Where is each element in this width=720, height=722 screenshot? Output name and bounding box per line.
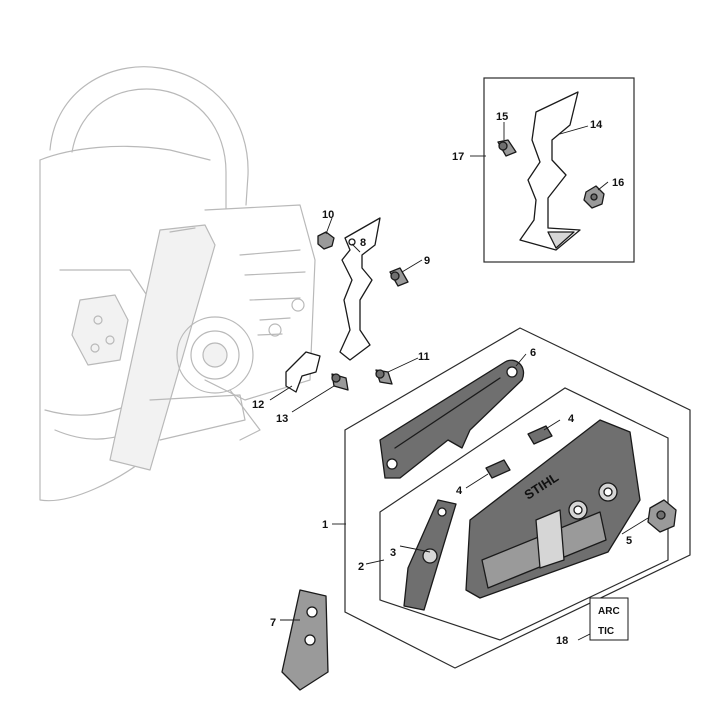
arctic-label-line2: TIC [598,626,614,637]
part-1-sprocket-cover: STIHL [465,419,641,599]
callout-labels: 1 2 3 4 4 5 6 7 8 9 10 11 12 13 14 15 16… [252,111,632,647]
part-14-chain-catcher [519,91,581,251]
part-13-screw [331,373,349,391]
callout-2: 2 [358,561,364,573]
part-5-nut [647,499,677,533]
callout-3: 3 [390,547,396,559]
part-18-arctic-label: ARC TIC [589,597,629,641]
callout-1: 1 [322,519,328,531]
callout-12: 12 [252,399,264,411]
callout-14: 14 [590,119,603,131]
callout-17: 17 [452,151,464,163]
assembly-frame-inner [379,387,669,641]
callout-4-upper: 4 [568,413,575,425]
part-9-screw [389,267,409,287]
callout-16: 16 [612,177,624,189]
leader-lines [269,122,649,641]
callout-7: 7 [270,617,276,629]
callout-9: 9 [424,255,430,267]
part-8-chain-catcher [339,217,381,361]
part-2-chain-tensioner [403,499,457,611]
callout-18: 18 [556,635,568,647]
part-15-screw [497,139,517,157]
callout-4-lower: 4 [456,485,463,497]
part-12-bracket [285,351,321,393]
callout-8: 8 [360,237,366,249]
chainsaw-body-sketch [39,66,316,502]
assembly-frame-outer [344,327,691,669]
kit-frame-17 [483,77,635,263]
part-4-pad-lower [485,459,511,479]
part-6-bar-plate [379,359,525,479]
callout-5: 5 [626,535,632,547]
callout-11: 11 [418,351,430,363]
arctic-label-line1: ARC [598,606,620,617]
part-11-screw [375,369,393,385]
callout-15: 15 [496,111,508,123]
part-16-nut [583,185,605,209]
callout-6: 6 [530,347,536,359]
callout-10: 10 [322,209,334,221]
callout-13: 13 [276,413,288,425]
part-10-nut [317,231,335,250]
part-7-side-plate [281,589,329,691]
part-4-pad-upper [527,425,553,445]
